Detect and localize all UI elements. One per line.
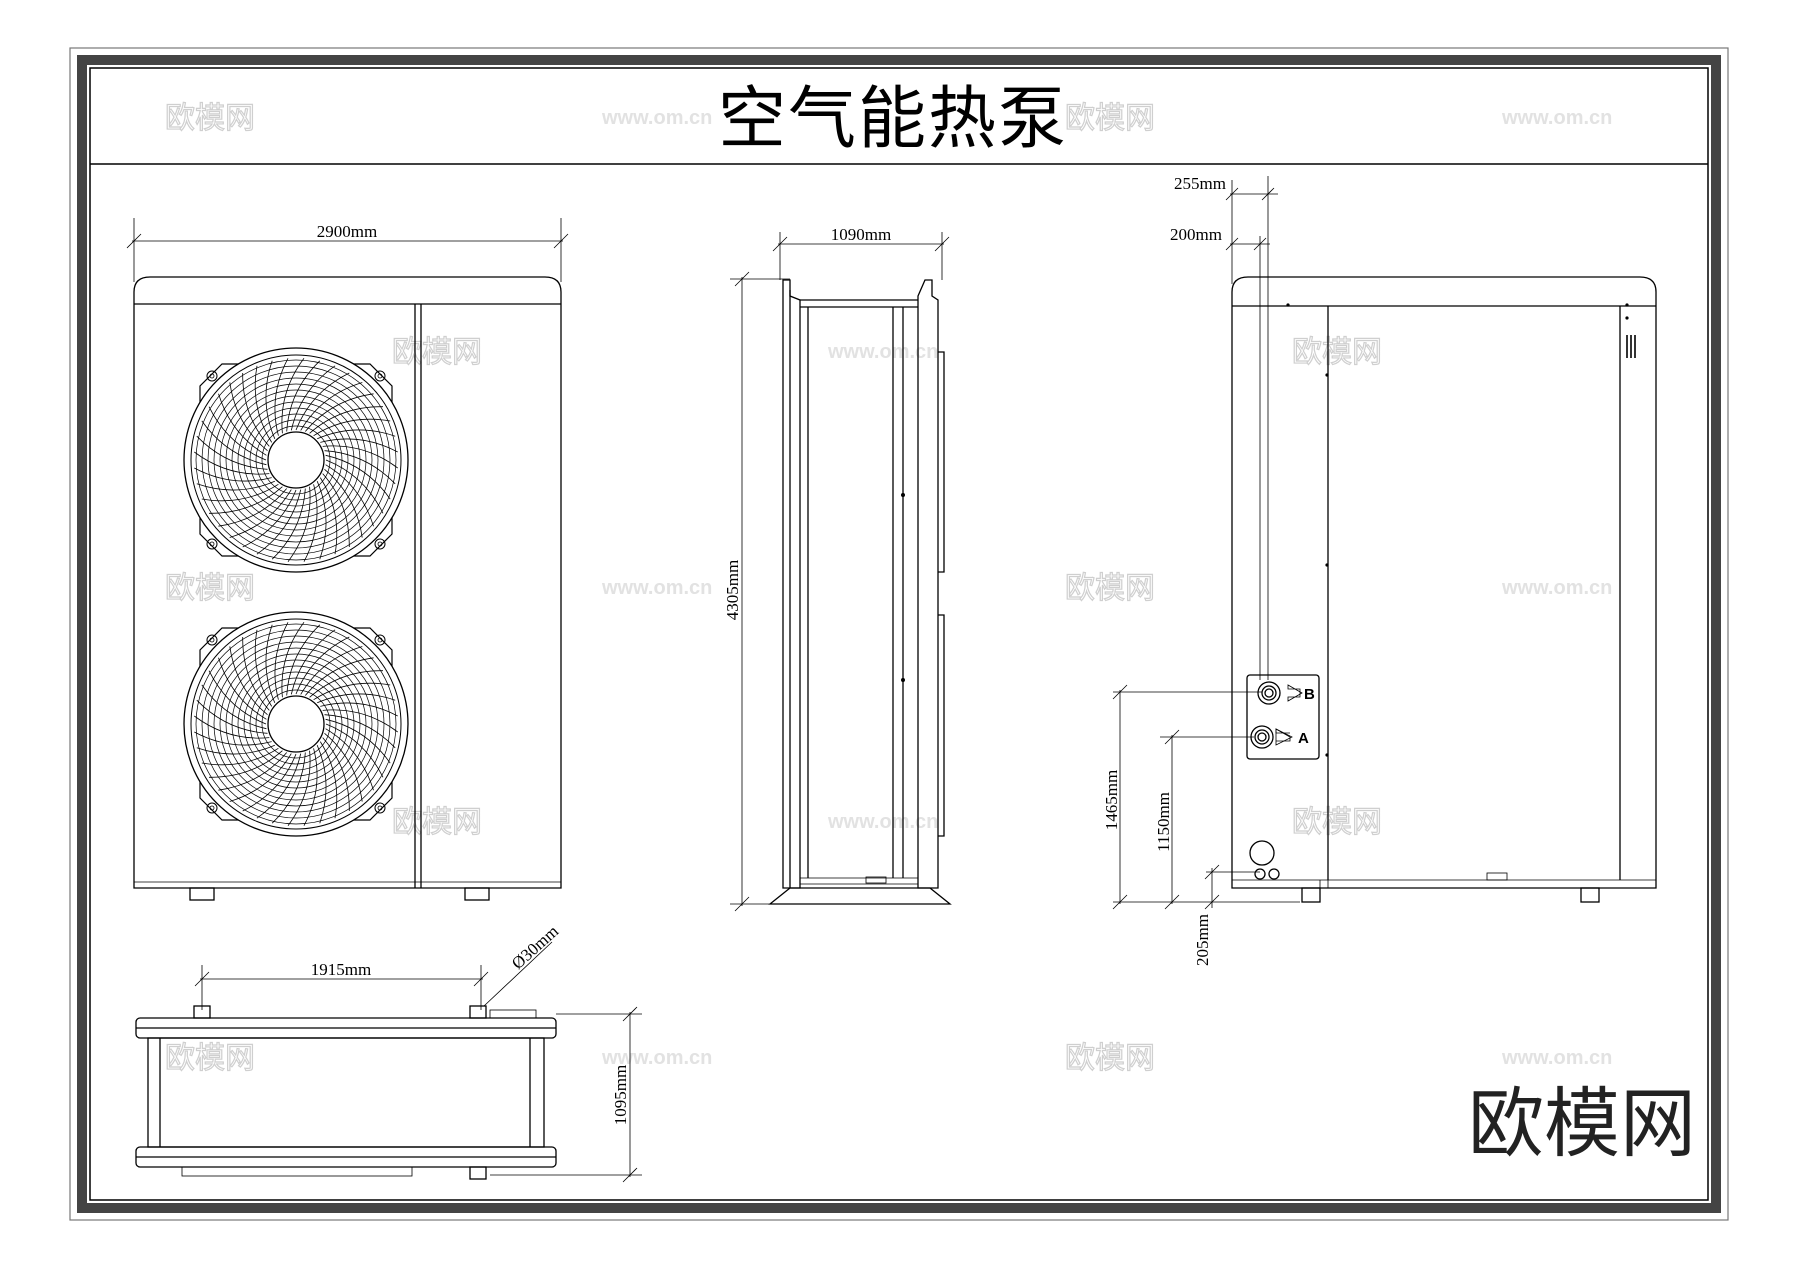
- watermark-logo: 欧模网: [1292, 335, 1382, 370]
- dim-drain-height: 205mm: [1193, 914, 1212, 966]
- dim-port-b-height: 1465mm: [1102, 770, 1121, 830]
- drawing-frame: [69, 47, 1729, 1221]
- watermarks: 欧模网 www.om.cn 欧模网 www.om.cn 欧模网 www.om.c…: [164, 100, 1612, 1076]
- watermark-url: www.om.cn: [827, 811, 938, 833]
- watermark-logo: 欧模网: [1065, 101, 1155, 136]
- fan-guard-lower: [183, 611, 409, 837]
- dim-foot-diameter: Ø30mm: [508, 922, 562, 973]
- dim-height: 4305mm: [723, 560, 742, 620]
- dim-front-width: 2900mm: [317, 222, 377, 241]
- watermark-logo: 欧模网: [392, 805, 482, 840]
- watermark-logo: 欧模网: [1292, 805, 1382, 840]
- watermark-logo: 欧模网: [165, 101, 255, 136]
- watermark-url: www.om.cn: [601, 577, 712, 599]
- watermark-logo: 欧模网: [165, 571, 255, 606]
- dim-top-offset-2: 200mm: [1170, 225, 1222, 244]
- watermark-url: www.om.cn: [601, 1047, 712, 1069]
- watermark-logo: 欧模网: [392, 335, 482, 370]
- front-view: 2900mm: [126, 218, 569, 901]
- dim-depth: 1095mm: [611, 1065, 630, 1125]
- top-view: 1915mm Ø30mm 1095mm: [135, 922, 642, 1183]
- watermark-logo: 欧模网: [1065, 571, 1155, 606]
- port-label-a: A: [1298, 730, 1309, 747]
- back-view: 255mm 200mm B A: [1102, 174, 1657, 966]
- watermark-url: www.om.cn: [1501, 1047, 1612, 1069]
- watermark-url: www.om.cn: [1501, 577, 1612, 599]
- side-view: 1090mm 4305mm: [723, 225, 952, 912]
- dim-top-offset-1: 255mm: [1174, 174, 1226, 193]
- dim-port-a-height: 1150mm: [1154, 792, 1173, 852]
- watermark-url: www.om.cn: [827, 341, 938, 363]
- fan-guard-upper: [183, 347, 409, 573]
- port-label-b: B: [1304, 686, 1315, 703]
- watermark-logo: 欧模网: [165, 1041, 255, 1076]
- watermark-url: www.om.cn: [1501, 107, 1612, 129]
- drawing-title: 空气能热泵: [718, 80, 1068, 159]
- dim-side-width: 1090mm: [831, 225, 891, 244]
- brand-logo-text: 欧模网: [1468, 1079, 1696, 1168]
- watermark-logo: 欧模网: [1065, 1041, 1155, 1076]
- dim-foot-spacing: 1915mm: [311, 960, 371, 979]
- watermark-url: www.om.cn: [601, 107, 712, 129]
